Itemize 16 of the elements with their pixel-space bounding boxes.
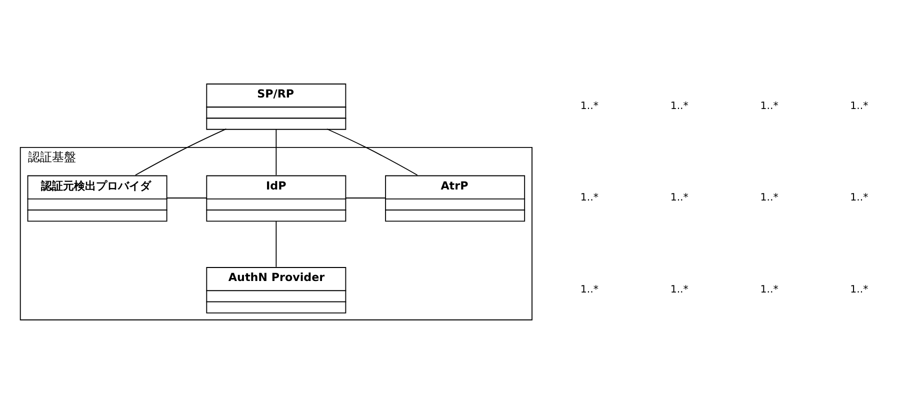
label: 1..* [670, 284, 688, 296]
label: 1..* [580, 284, 599, 296]
label: 1..* [580, 100, 599, 112]
connector [276, 220, 277, 268]
label: 1..* [850, 100, 868, 112]
label: 1..* [580, 192, 599, 204]
label: 1..* [670, 100, 688, 112]
connector [276, 128, 277, 176]
label: 1..* [670, 192, 688, 204]
label: 1..* [760, 192, 778, 204]
label: 1..* [850, 284, 868, 296]
connector [326, 128, 418, 176]
label: 1..* [850, 192, 868, 204]
label: 1..* [760, 100, 778, 112]
label: 1..* [760, 284, 778, 296]
connector [134, 128, 227, 176]
